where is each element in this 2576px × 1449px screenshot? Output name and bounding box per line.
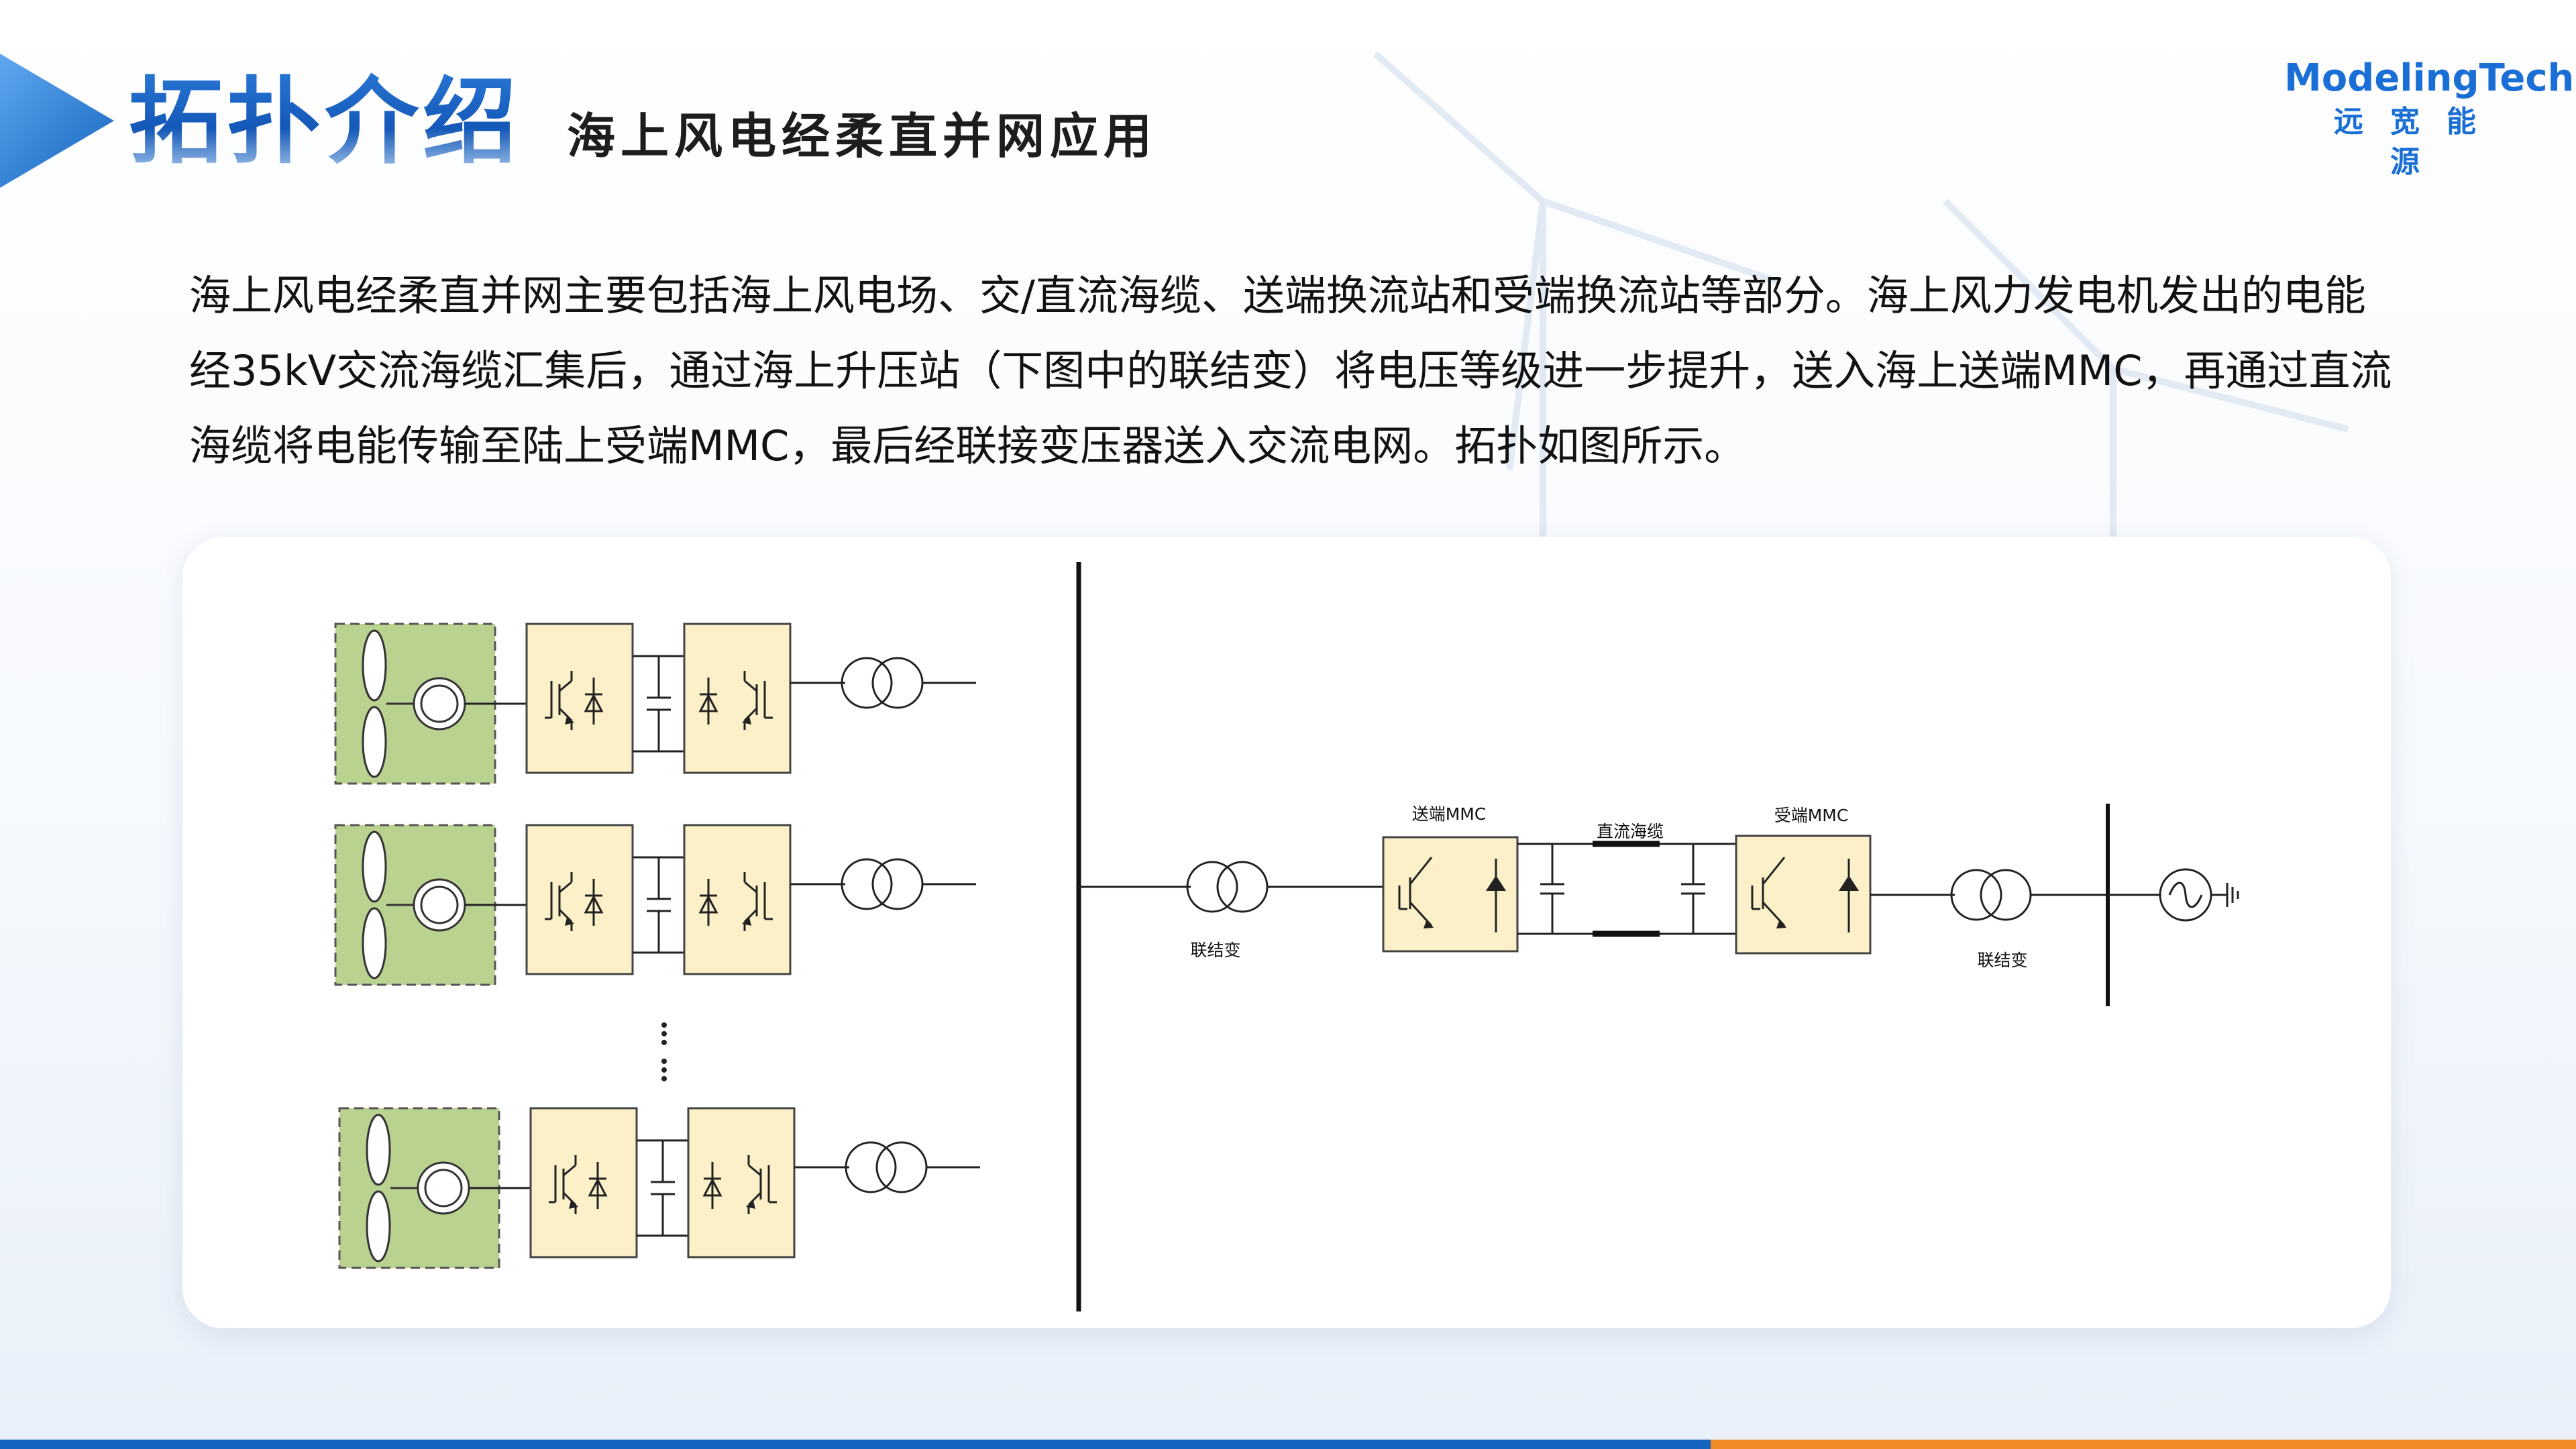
page-subtitle: 海上风电经柔直并网应用: [567, 108, 1158, 164]
company-logo: ModelingTech 远宽能源: [2284, 55, 2575, 182]
ellipsis-dots: [661, 1022, 667, 1081]
receiving-mmc-label: 受端MMC: [1774, 806, 1849, 825]
transformer-right: [1870, 869, 2108, 921]
title-arrow-decoration: [0, 54, 114, 188]
sending-mmc: [1382, 836, 1519, 953]
transformer-right-label: 联结变: [1977, 951, 2027, 970]
dc-link: [1517, 843, 1736, 935]
wind-unit-row-3: [338, 1107, 981, 1269]
topology-diagram: 联结变 送端MMC: [334, 562, 2239, 1311]
wind-unit-row-2: [334, 824, 977, 986]
bottom-bar-orange: [1711, 1440, 2576, 1449]
topology-diagram-panel: 联结变 送端MMC: [182, 537, 2391, 1328]
intro-paragraph: 海上风电经柔直并网主要包括海上风电场、交/直流海缆、送端换流站和受端换流站等部分…: [189, 271, 2392, 470]
logo-english-text: ModelingTech: [2284, 56, 2575, 100]
receiving-mmc: [1735, 835, 1872, 955]
logo-chinese-text: 远宽能源: [2334, 105, 2503, 179]
dc-cable-label: 直流海缆: [1597, 822, 1664, 841]
sending-mmc-label: 送端MMC: [1412, 804, 1487, 824]
ac-grid-source-icon: [2108, 868, 2239, 922]
wind-unit-row-1: [334, 623, 977, 785]
dc-cable: [1593, 841, 1660, 937]
bottom-bar-blue: [0, 1440, 1711, 1449]
transformer-left-label: 联结变: [1190, 941, 1240, 960]
transformer-left: [1079, 861, 1383, 913]
page-title: 拓扑介绍: [129, 66, 521, 180]
